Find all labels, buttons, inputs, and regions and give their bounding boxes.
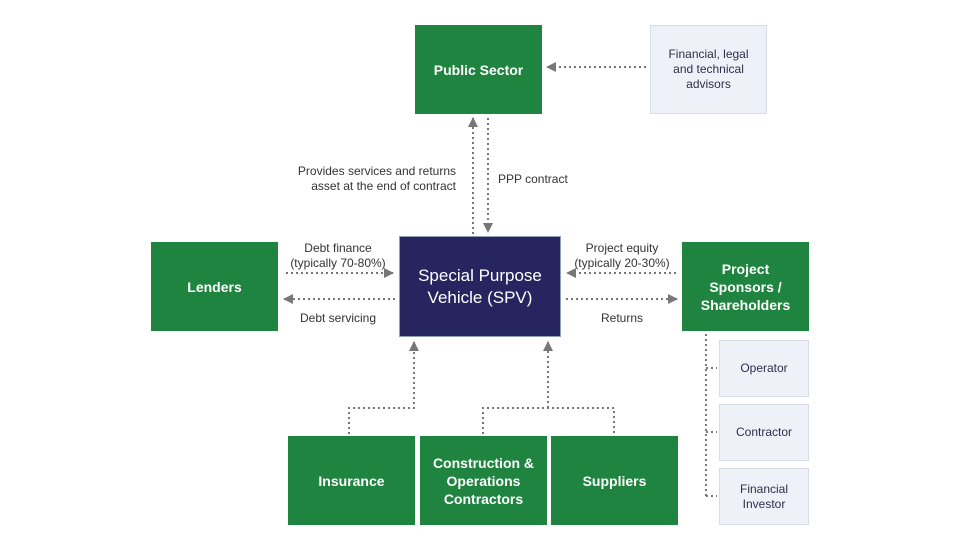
sponsors-label: Project Sponsors / Shareholders <box>700 260 791 313</box>
insurance-box: Insurance <box>288 436 415 525</box>
debt-servicing-label: Debt servicing <box>299 311 377 325</box>
contractors-suppliers-bracket <box>482 407 615 434</box>
suppliers-box: Suppliers <box>551 436 678 525</box>
advisors-label: Financial, legal and technical advisors <box>668 47 749 91</box>
debt-finance-label: Debt finance (typically 70-80%) <box>290 241 386 270</box>
advisors-box: Financial, legal and technical advisors <box>650 25 767 114</box>
operator-box: Operator <box>719 340 809 397</box>
contractor-label: Contractor <box>735 425 793 439</box>
spv-label: Special Purpose Vehicle (SPV) <box>418 265 542 307</box>
financial-investor-box: Financial Investor <box>719 468 809 525</box>
suppliers-label: Suppliers <box>582 472 647 489</box>
provides-services-label: Provides services and returns asset at t… <box>297 164 456 193</box>
public-sector-label: Public Sector <box>433 61 524 78</box>
financial-investor-label: Financial Investor <box>739 481 789 511</box>
insurance-arrow <box>348 341 419 434</box>
insurance-label: Insurance <box>318 472 385 489</box>
lenders-label: Lenders <box>187 278 242 295</box>
construction-label: Construction & Operations Contractors <box>432 454 535 507</box>
operator-label: Operator <box>740 361 788 375</box>
ppp-contract-label: PPP contract <box>498 172 568 186</box>
spv-box: Special Purpose Vehicle (SPV) <box>399 236 561 337</box>
public-sector-box: Public Sector <box>415 25 542 114</box>
lenders-box: Lenders <box>151 242 278 331</box>
project-equity-label: Project equity (typically 20-30%) <box>574 241 670 270</box>
contractor-box: Contractor <box>719 404 809 461</box>
returns-label: Returns <box>600 311 644 325</box>
sponsors-box: Project Sponsors / Shareholders <box>682 242 809 331</box>
construction-box: Construction & Operations Contractors <box>420 436 547 525</box>
